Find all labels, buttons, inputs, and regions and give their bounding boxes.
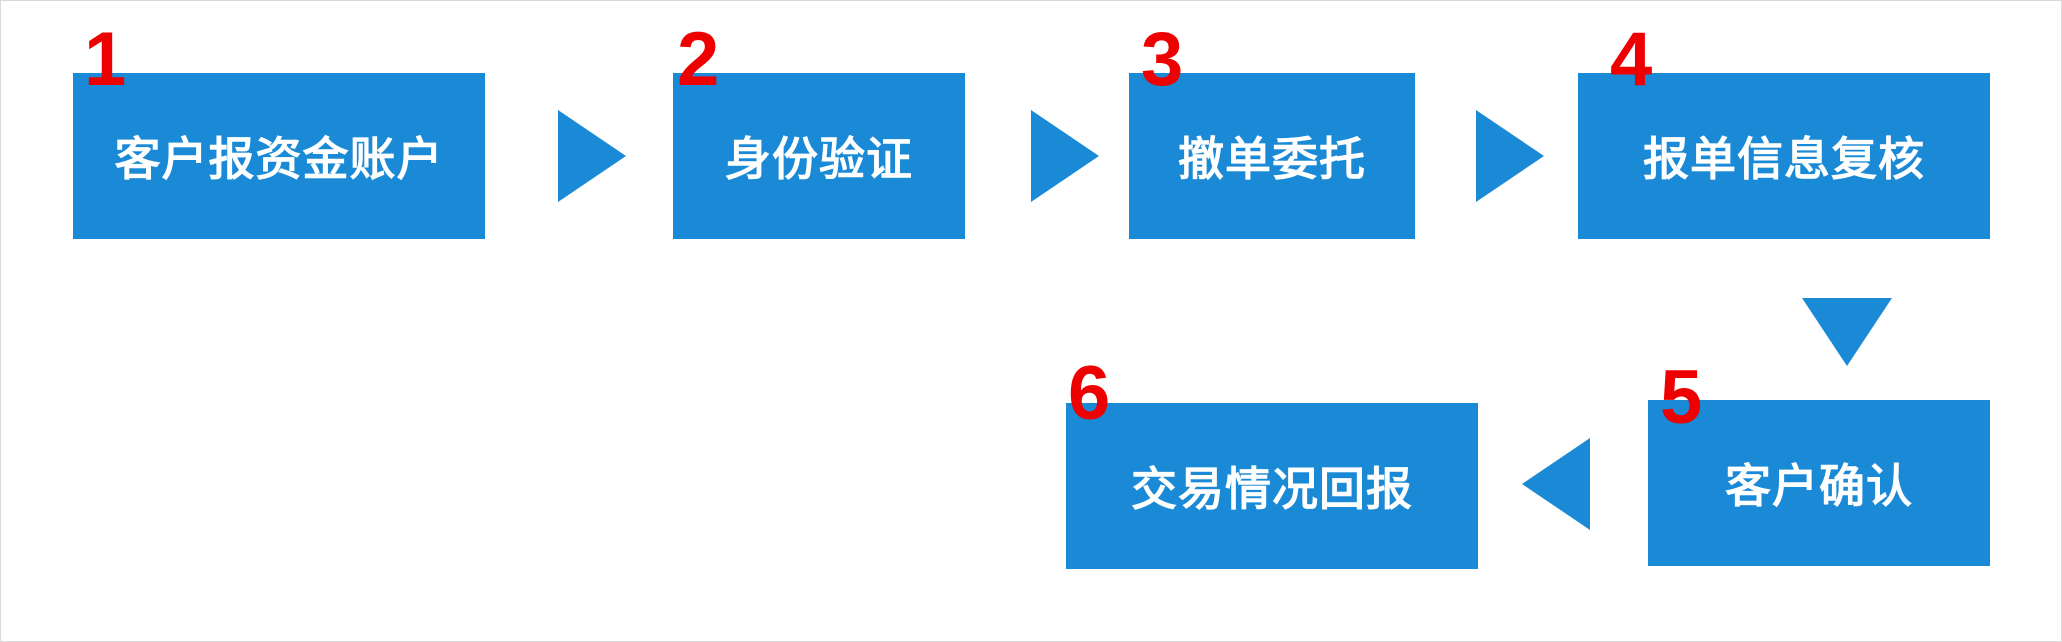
triangle-right-icon <box>558 110 626 202</box>
step-number-1: 1 <box>84 17 127 102</box>
arrow-5-to-6 <box>1522 438 1590 530</box>
step-box-6: 交易情况回报 <box>1066 403 1478 569</box>
step-label-6: 交易情况回报 <box>1131 462 1413 516</box>
step-number-3: 3 <box>1141 17 1184 102</box>
step-box-5: 客户确认 <box>1648 400 1990 566</box>
triangle-left-icon <box>1522 438 1590 530</box>
arrow-2-to-3 <box>1031 110 1099 202</box>
step-number-5: 5 <box>1660 355 1703 440</box>
triangle-right-icon <box>1476 110 1544 202</box>
arrow-1-to-2 <box>558 110 626 202</box>
step-number-2: 2 <box>677 17 720 102</box>
step-number-6: 6 <box>1068 351 1111 436</box>
step-label-1: 客户报资金账户 <box>114 132 444 186</box>
arrow-4-to-5 <box>1802 298 1892 366</box>
step-box-1: 客户报资金账户 <box>73 73 485 239</box>
step-box-2: 身份验证 <box>673 73 965 239</box>
triangle-down-icon <box>1802 298 1892 366</box>
step-label-3: 撤单委托 <box>1178 132 1366 186</box>
triangle-right-icon <box>1031 110 1099 202</box>
step-box-4: 报单信息复核 <box>1578 73 1990 239</box>
step-label-2: 身份验证 <box>725 132 913 186</box>
arrow-3-to-4 <box>1476 110 1544 202</box>
step-label-5: 客户确认 <box>1725 459 1913 513</box>
step-number-4: 4 <box>1610 17 1653 102</box>
step-label-4: 报单信息复核 <box>1643 132 1925 186</box>
step-box-3: 撤单委托 <box>1129 73 1415 239</box>
